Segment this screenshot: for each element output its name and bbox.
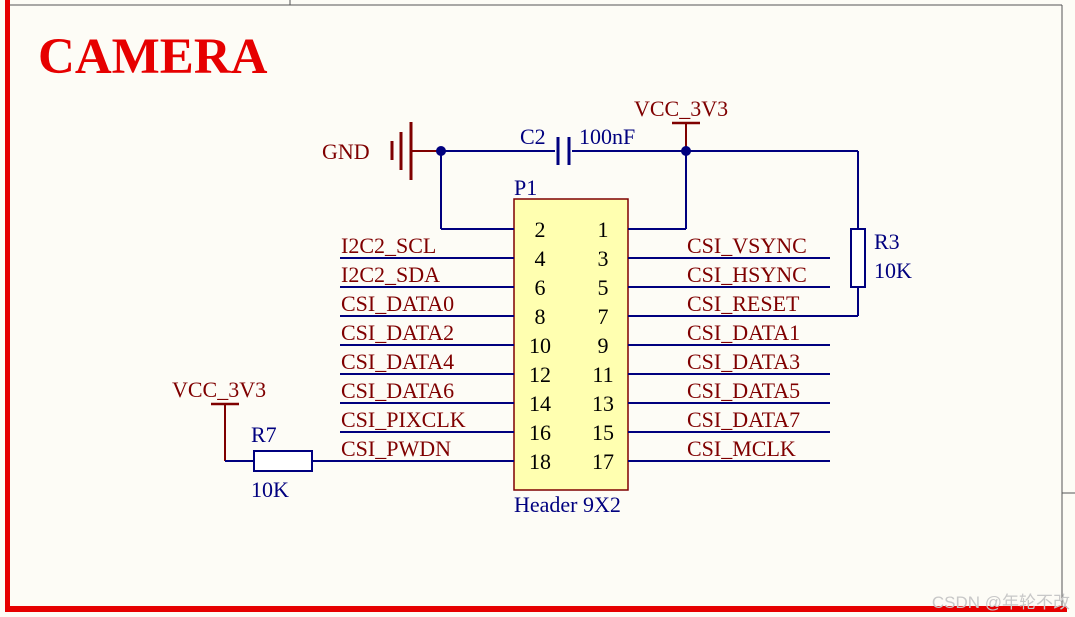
pin-number-right: 7 [598, 304, 609, 329]
net-label-right: CSI_RESET [687, 291, 800, 316]
pin-number-right: 17 [592, 449, 614, 474]
capacitor-c2 [556, 137, 571, 165]
page-title: CAMERA [38, 29, 268, 85]
pin-number-left: 6 [535, 275, 546, 300]
r7-value: 10K [251, 477, 289, 502]
net-label-right: CSI_DATA1 [687, 320, 800, 345]
pin-number-left: 10 [529, 333, 551, 358]
net-label-left: I2C2_SCL [341, 233, 436, 258]
frame-bottom-red-border [5, 606, 1067, 612]
r7-designator: R7 [251, 422, 277, 447]
vcc-left-label: VCC_3V3 [172, 377, 266, 402]
junction-dot-vcc [681, 146, 691, 156]
pin-number-right: 5 [598, 275, 609, 300]
pin-number-right: 13 [592, 391, 614, 416]
net-label-left: CSI_DATA0 [341, 291, 454, 316]
pin-number-left: 2 [535, 217, 546, 242]
c2-value: 100nF [579, 124, 635, 149]
net-label-right: CSI_HSYNC [687, 262, 807, 287]
vcc-left-symbol [211, 402, 239, 461]
top-net-wires [440, 150, 859, 316]
connector-p1-body [513, 198, 629, 491]
pin-number-left: 8 [535, 304, 546, 329]
pin-number-left: 4 [535, 246, 546, 271]
watermark: CSDN @年轮不改 [932, 593, 1070, 612]
connector-comment: Header 9X2 [514, 492, 621, 517]
net-label-right: CSI_DATA5 [687, 378, 800, 403]
pin-number-left: 12 [529, 362, 551, 387]
pin-number-left: 14 [529, 391, 551, 416]
gnd-label: GND [322, 139, 370, 164]
net-label-left: CSI_DATA2 [341, 320, 454, 345]
resistor-r3-body [850, 228, 866, 288]
net-label-right: CSI_DATA7 [687, 407, 800, 432]
pin-number-right: 3 [598, 246, 609, 271]
junction-dot-gnd [436, 146, 446, 156]
pin-number-right: 9 [598, 333, 609, 358]
r3-designator: R3 [874, 229, 900, 254]
pin-number-right: 15 [592, 420, 614, 445]
right-net-wires: CSI_VSYNC CSI_HSYNC CSI_RESET CSI_DATA1CSI_… [628, 233, 858, 462]
pin-number-left: 16 [529, 420, 551, 445]
pin-number-right: 1 [598, 217, 609, 242]
net-label-left: CSI_DATA6 [341, 378, 454, 403]
resistor-r7-body [253, 450, 313, 472]
vcc-top-label: VCC_3V3 [634, 96, 728, 121]
net-label-left: I2C2_SDA [341, 262, 440, 287]
net-label-right: CSI_MCLK [687, 436, 796, 461]
frame-left-red-border [5, 0, 10, 612]
c2-designator: C2 [520, 124, 546, 149]
pin-number-left: 18 [529, 449, 551, 474]
net-label-left: CSI_DATA4 [341, 349, 454, 374]
left-net-wires: I2C2_SCL I2C2_SDA CSI_DATA0CSI_DATA2CSI_DA… [340, 233, 514, 462]
connector-designator: P1 [514, 175, 537, 200]
r3-value: 10K [874, 258, 912, 283]
net-label-right: CSI_DATA3 [687, 349, 800, 374]
net-label-left: CSI_PWDN [341, 436, 451, 461]
pin-number-right: 11 [592, 362, 613, 387]
gnd-symbol [390, 122, 441, 180]
net-label-left: CSI_PIXCLK [341, 407, 466, 432]
net-label-right: CSI_VSYNC [687, 233, 807, 258]
